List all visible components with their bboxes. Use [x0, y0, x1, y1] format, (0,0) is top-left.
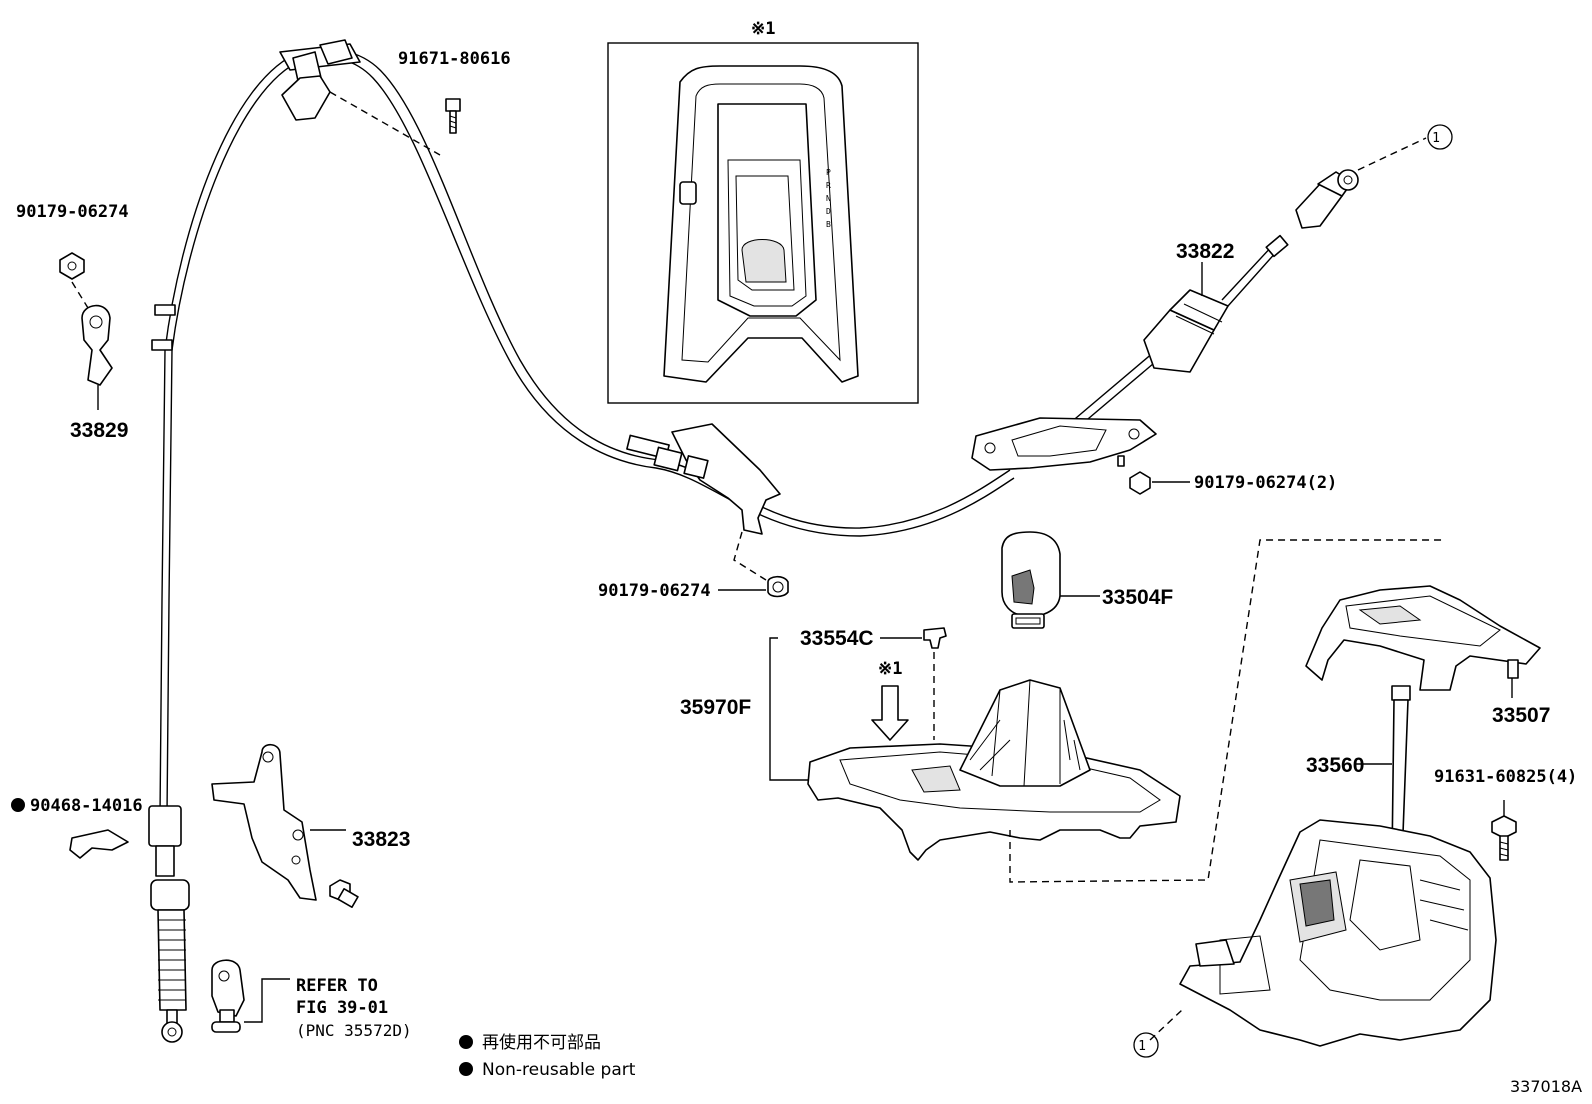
- label-note-ref-mid: ※1: [878, 659, 902, 679]
- cable-33822: [1049, 169, 1359, 447]
- leader-35970F: [769, 637, 810, 781]
- circle-1-bottom: [1133, 1032, 1159, 1058]
- clamp-dash: [733, 531, 767, 581]
- bracket-33823: [211, 743, 317, 901]
- label-90468-14016: 90468-14016: [30, 796, 143, 816]
- svg-text:R: R: [826, 181, 831, 190]
- nut-90179-06274-2: [1129, 471, 1151, 495]
- circle-1-top: [1427, 124, 1453, 150]
- label-33823: 33823: [352, 828, 410, 851]
- dash-to-circle-1-top: [1357, 137, 1427, 171]
- label-refer-line1: REFER TO: [296, 976, 378, 996]
- label-90179-06274-mid: 90179-06274: [598, 581, 711, 601]
- gear-letters: P: [826, 168, 831, 177]
- label-33560: 33560: [1306, 754, 1364, 777]
- leader-91671-80616-dash: [329, 91, 441, 156]
- cable-bracket-plate: [971, 417, 1157, 471]
- clip-33554C: [923, 627, 947, 649]
- view-arrow: [871, 685, 909, 741]
- shift-lever-33560: [1179, 685, 1497, 1047]
- dash-to-circle-1-bottom: [1149, 1009, 1183, 1041]
- legend-item-en: Non-reusable part: [482, 1060, 636, 1080]
- shift-cable: [151, 39, 1015, 816]
- label-33504F: 33504F: [1102, 586, 1173, 609]
- nut-dash-line: [71, 281, 89, 309]
- legend-dot-icon-en: [459, 1062, 473, 1076]
- knob-33504F: [1001, 531, 1061, 629]
- svg-text:N: N: [826, 194, 831, 203]
- non-reusable-dot-icon: [11, 798, 25, 812]
- label-91631-60825-4: 91631-60825(4): [1434, 767, 1577, 787]
- label-91671-80616: 91671-80616: [398, 49, 511, 69]
- figure-id: 337018A: [1510, 1077, 1582, 1096]
- svg-text:D: D: [826, 207, 831, 216]
- bolt-33823: [329, 879, 359, 908]
- connector-35572D: [211, 959, 245, 1033]
- console-panel-35970F: [807, 679, 1181, 861]
- label-35970F: 35970F: [680, 696, 751, 719]
- legend-dot-icon-jp: [459, 1035, 473, 1049]
- nut-90179-06274-left: [59, 252, 85, 280]
- cover-33507: [1305, 585, 1541, 691]
- inset-indicator-panel: P R N D B: [607, 42, 919, 404]
- bolt-91631-60825: [1491, 815, 1517, 861]
- label-circle-1-bottom: 1: [1138, 1039, 1146, 1054]
- cable-clamp-bracket: [626, 423, 781, 535]
- clip-33829: [81, 304, 113, 386]
- label-note-ref-top: ※1: [751, 19, 775, 39]
- label-circle-1-top: 1: [1432, 131, 1440, 146]
- label-33822: 33822: [1176, 240, 1234, 263]
- label-33829: 33829: [70, 419, 128, 442]
- label-33507: 33507: [1492, 704, 1550, 727]
- cable-end-assembly: [148, 805, 190, 1043]
- svg-text:B: B: [826, 220, 831, 229]
- label-33554C: 33554C: [800, 627, 874, 650]
- legend-item-jp: 再使用不可部品: [482, 1032, 601, 1053]
- bolt-91671-80616: [445, 98, 461, 134]
- nut-90179-06274-mid: [767, 575, 789, 598]
- label-90179-06274-left: 90179-06274: [16, 202, 129, 222]
- label-refer-line3: (PNC 35572D): [296, 1021, 412, 1040]
- label-refer-line2: FIG 39-01: [296, 998, 388, 1018]
- label-90179-06274-2: 90179-06274(2): [1194, 473, 1337, 493]
- clip-90468-14016: [69, 829, 129, 859]
- leader-refer: [244, 978, 290, 1023]
